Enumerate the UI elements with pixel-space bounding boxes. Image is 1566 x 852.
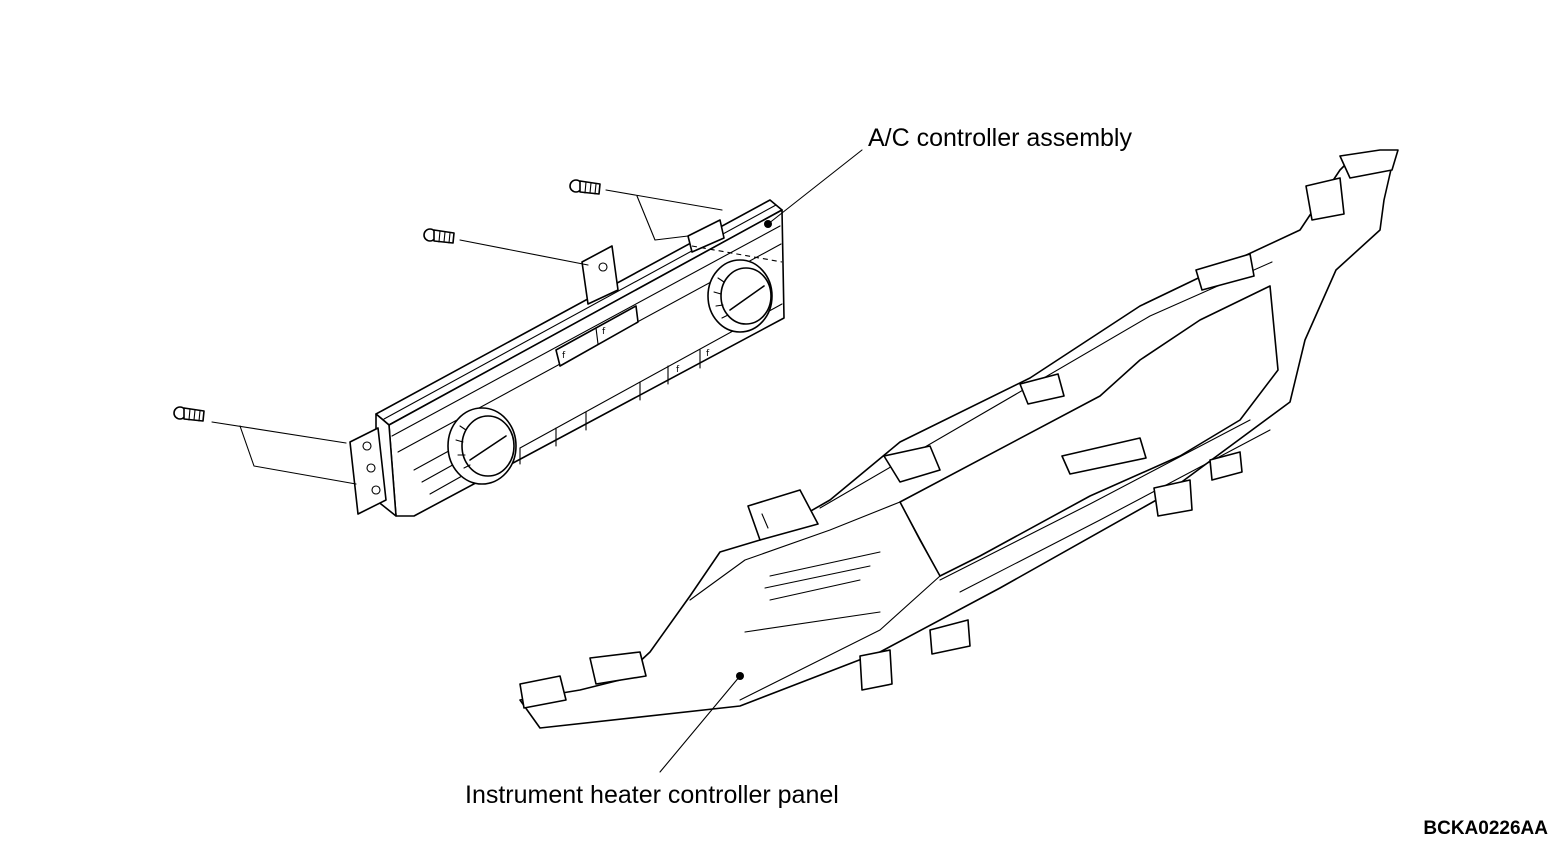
mounting-screw [569,179,601,195]
svg-text:f: f [676,365,680,375]
figure-code: BCKA0226AA [1423,818,1548,839]
svg-text:f: f [562,351,566,361]
svg-text:f: f [706,349,710,359]
mounting-screw [423,228,455,244]
mounting-screw [173,406,205,422]
svg-text:f: f [602,327,606,337]
ac-controller-assembly-label: A/C controller assembly [868,124,1132,152]
instrument-heater-controller-panel [519,149,1399,729]
instrument-heater-controller-panel-label: Instrument heater controller panel [465,781,839,809]
ac-controller-assembly: f f f f [349,199,785,517]
